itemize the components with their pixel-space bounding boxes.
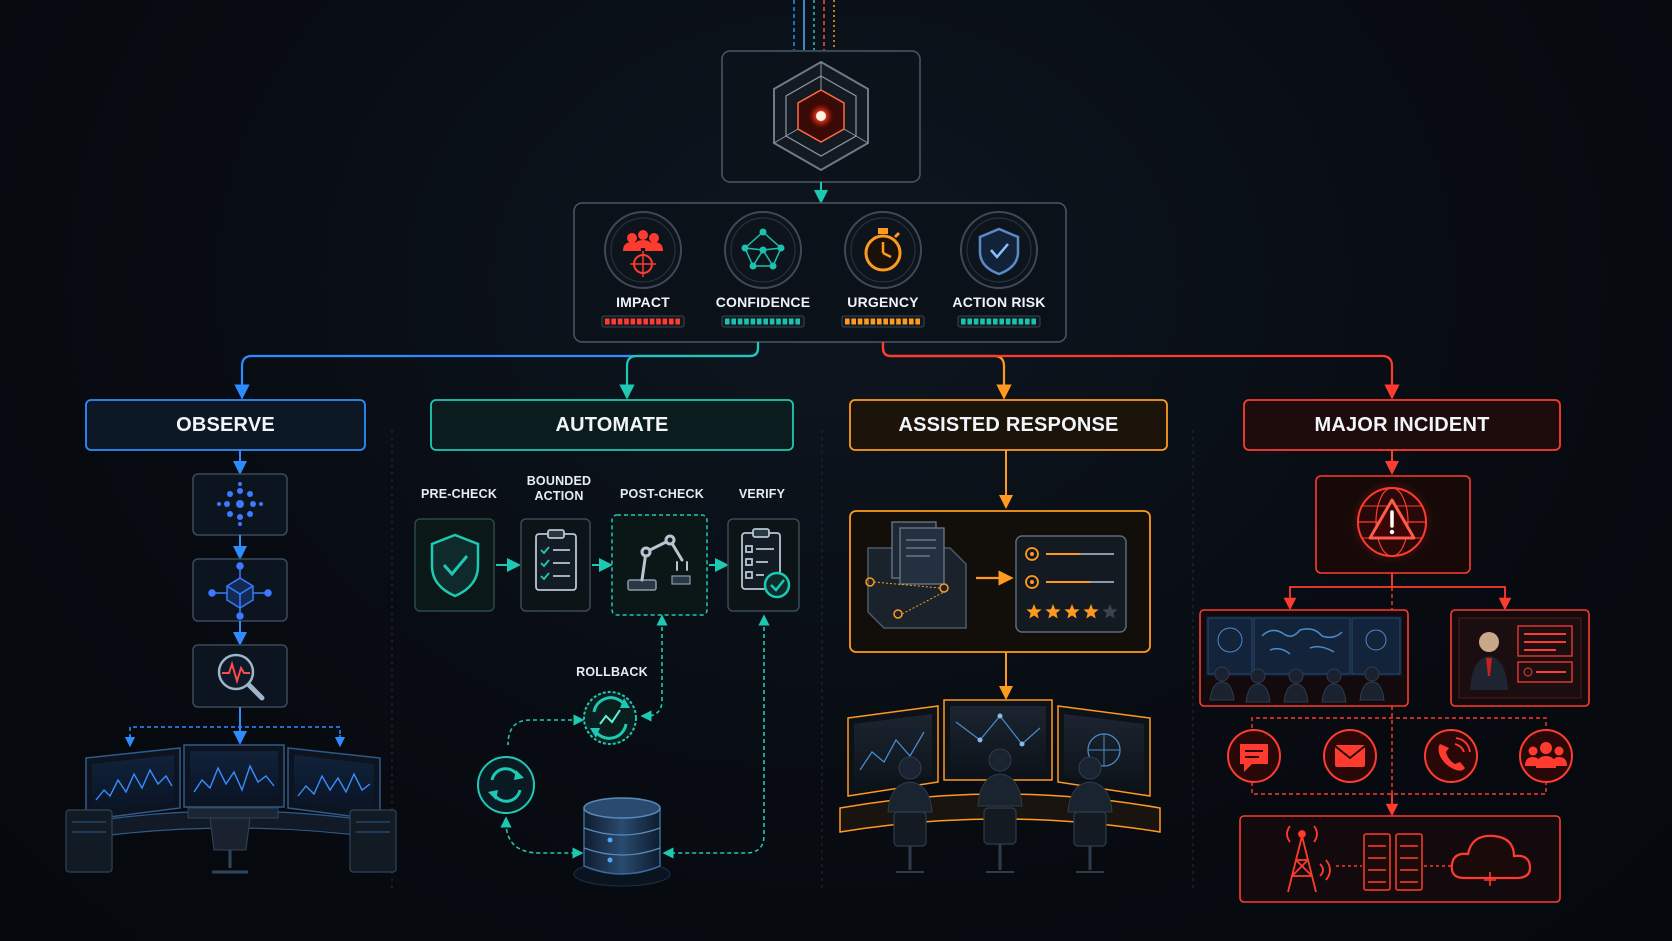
action-risk-shield-icon bbox=[960, 211, 1038, 289]
urgency-stopwatch-icon bbox=[844, 211, 922, 289]
checklist-verify-icon bbox=[741, 528, 791, 599]
assisted-lane-header bbox=[849, 399, 1168, 451]
chat-icon bbox=[1227, 729, 1281, 783]
core-engine-box bbox=[721, 50, 921, 183]
star-icon bbox=[1064, 604, 1080, 619]
incoming-signal-lines bbox=[793, 0, 835, 50]
document-box-icon bbox=[865, 521, 967, 629]
checklist-icon bbox=[535, 529, 577, 591]
automate-lane-title: AUTOMATE bbox=[555, 414, 669, 436]
star-icon bbox=[1102, 604, 1118, 619]
robot-arm-icon bbox=[627, 534, 691, 591]
score-icons bbox=[604, 211, 1038, 289]
assisted-flow bbox=[839, 450, 1161, 873]
assisted-lane-title: ASSISTED RESPONSE bbox=[898, 414, 1119, 436]
magnifier-pulse-icon bbox=[217, 653, 265, 701]
confidence-network-icon bbox=[724, 211, 802, 289]
impact-people-target-icon bbox=[604, 211, 682, 289]
cube-network-icon bbox=[208, 562, 272, 620]
refresh-icon bbox=[477, 756, 535, 814]
rollback-cycle-icon bbox=[583, 691, 637, 745]
ranked-list-icon bbox=[1015, 535, 1127, 633]
phone-icon bbox=[1424, 729, 1478, 783]
observe-lane-header bbox=[85, 399, 366, 451]
star-icon bbox=[1045, 604, 1061, 619]
star-icon bbox=[1026, 604, 1042, 619]
war-room-screen bbox=[1206, 616, 1402, 703]
rollback-label: ROLLBACK bbox=[576, 665, 648, 679]
email-icon bbox=[1323, 729, 1377, 783]
database-icon bbox=[573, 797, 671, 887]
score-level-bar bbox=[601, 315, 685, 328]
automate-flow bbox=[414, 514, 800, 887]
team-icon bbox=[1519, 729, 1573, 783]
warning-globe-icon bbox=[1350, 480, 1434, 564]
automate-lane-header bbox=[430, 399, 794, 451]
score-label-urgency: URGENCY bbox=[847, 294, 919, 310]
server-rack-icon bbox=[1363, 833, 1423, 891]
operators-console bbox=[839, 699, 1161, 873]
cluster-dots-icon bbox=[217, 482, 263, 526]
score-label-action-risk: ACTION RISK bbox=[952, 294, 1046, 310]
postcheck-label: POST-CHECK bbox=[620, 487, 704, 501]
score-level-bar bbox=[841, 315, 925, 328]
precheck-label: PRE-CHECK bbox=[420, 487, 498, 501]
monitoring-workstation bbox=[65, 744, 397, 874]
observe-flow bbox=[65, 450, 397, 874]
observe-lane-title: OBSERVE bbox=[176, 414, 275, 436]
score-level-bar bbox=[957, 315, 1041, 328]
major-flow bbox=[1199, 450, 1590, 903]
scoring-panel bbox=[573, 202, 1067, 343]
shield-check-icon bbox=[430, 533, 480, 598]
score-label-confidence: CONFIDENCE bbox=[715, 294, 811, 310]
major-lane-header bbox=[1243, 399, 1561, 451]
executive-briefing-screen bbox=[1458, 617, 1582, 699]
rating-stars bbox=[1026, 604, 1118, 619]
verify-label: VERIFY bbox=[738, 487, 786, 501]
cloud-icon bbox=[1450, 834, 1532, 886]
major-lane-title: MAJOR INCIDENT bbox=[1314, 414, 1490, 436]
score-bars bbox=[601, 315, 1041, 328]
core-hexagon-icon bbox=[773, 60, 869, 172]
star-icon bbox=[1083, 604, 1099, 619]
score-level-bar bbox=[721, 315, 805, 328]
score-label-impact: IMPACT bbox=[616, 294, 670, 310]
routing-connectors bbox=[234, 342, 1400, 400]
radio-tower-icon bbox=[1286, 825, 1331, 893]
